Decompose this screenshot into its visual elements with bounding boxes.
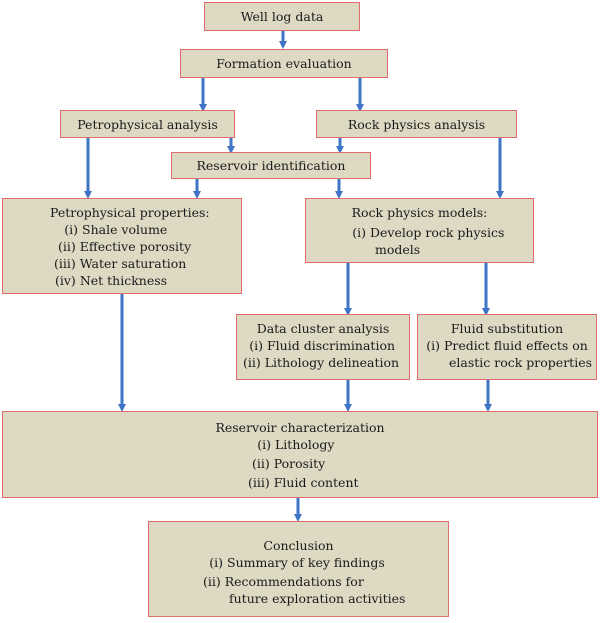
reservoir-identification-label: Reservoir identification [196,158,346,173]
list-item: (i)Summary of key findings [209,555,385,570]
data-cluster-analysis-title: Data cluster analysis [256,321,390,336]
list-item-continuation: elastic rock properties [449,355,593,370]
list-item: (ii)Porosity [252,456,326,471]
petrophysical-properties-box: Petrophysical properties: (i)Shale volum… [2,198,242,294]
rock-physics-analysis-label: Rock physics analysis [347,117,486,132]
rock-physics-analysis-box: Rock physics analysis [316,110,517,138]
list-item: (i)Shale volume [64,222,168,237]
list-item: (ii)Lithology delineation [243,355,400,370]
petrophysical-properties-title: Petrophysical properties: [50,205,210,220]
fluid-substitution-box: Fluid substitution (i)Predict fluid effe… [417,314,597,380]
rock-physics-models-title: Rock physics models: [351,205,488,220]
list-item: (ii)Recommendations for [203,574,364,589]
formation-evaluation-box: Formation evaluation [180,49,388,78]
list-item: (i)Predict fluid effects on [426,338,588,353]
list-item: (ii)Effective porosity [58,239,192,254]
data-cluster-analysis-box: Data cluster analysis (i)Fluid discrimin… [236,314,410,380]
list-item: (iii)Fluid content [248,475,359,490]
list-item: (iv)Net thickness [55,273,168,288]
list-item: (i)Lithology [257,437,335,452]
list-item-continuation: future exploration activities [229,591,406,606]
list-item-continuation: models [375,242,421,257]
rock-physics-models-box: Rock physics models: (i)Develop rock phy… [305,198,534,263]
formation-evaluation-label: Formation evaluation [216,56,352,71]
reservoir-characterization-title: Reservoir characterization [215,420,385,435]
list-item: (i)Fluid discrimination [249,338,396,353]
list-item: (iii)Water saturation [54,256,187,271]
conclusion-title: Conclusion [263,538,334,553]
well-log-box: Well log data [204,2,360,31]
fluid-substitution-title: Fluid substitution [450,321,564,336]
conclusion-box: Conclusion (i)Summary of key findings (i… [148,521,449,617]
list-item: (i)Develop rock physics [352,225,505,240]
petrophysical-analysis-label: Petrophysical analysis [77,117,218,132]
well-log-label: Well log data [240,9,324,24]
petrophysical-analysis-box: Petrophysical analysis [60,110,235,138]
reservoir-identification-box: Reservoir identification [171,152,371,179]
reservoir-characterization-box: Reservoir characterization (i)Lithology … [2,411,598,498]
